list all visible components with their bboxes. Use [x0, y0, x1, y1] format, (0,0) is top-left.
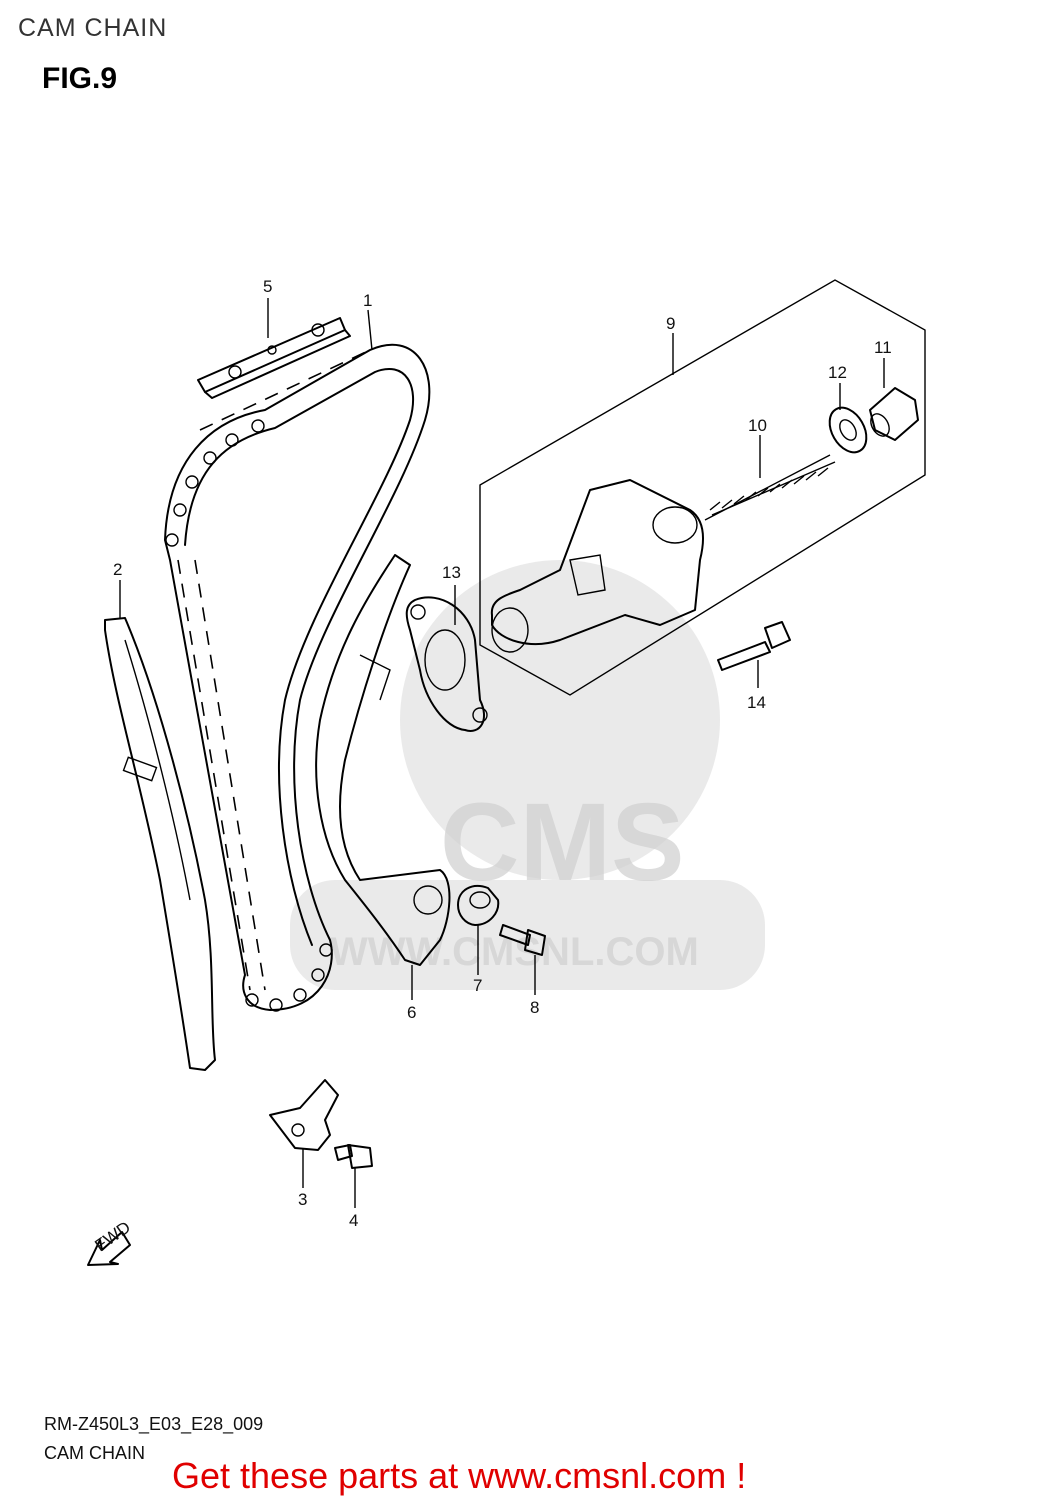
part-5-guide-plate[interactable] [197, 317, 351, 399]
callout-12: 12 [828, 363, 847, 382]
tensioner-body[interactable] [490, 479, 704, 653]
callout-2: 2 [113, 560, 122, 579]
watermark-brand: CMS [440, 781, 684, 904]
fwd-arrow-icon: FWD [87, 1218, 134, 1266]
fwd-label: FWD [91, 1218, 134, 1256]
part-4-bolt[interactable] [334, 1144, 373, 1169]
part-8-bolt[interactable] [499, 924, 546, 956]
callout-3: 3 [298, 1190, 307, 1209]
watermark-url: WWW.CMSNL.COM [330, 930, 699, 974]
chain-links-top [165, 419, 265, 547]
part-10-spring[interactable] [704, 454, 836, 521]
chain-links-bottom [245, 943, 333, 1012]
part-6-tensioner-arm[interactable] [315, 554, 451, 966]
parts-cta-link[interactable]: Get these parts at www.cmsnl.com ! [172, 1455, 747, 1496]
callout-10: 10 [748, 416, 767, 435]
callout-11: 11 [874, 338, 892, 357]
part-9-tensioner-assembly-box[interactable] [479, 279, 926, 696]
page-title: CAM CHAIN [18, 14, 168, 42]
callout-9: 9 [666, 314, 675, 333]
callout-numbers: 5 1 2 13 9 10 12 11 14 6 7 8 3 4 [113, 277, 892, 1230]
part-1-cam-chain[interactable] [164, 343, 431, 1012]
callout-1: 1 [363, 291, 372, 310]
leader-lines [119, 298, 885, 1208]
part-13-gasket[interactable] [405, 596, 488, 732]
part-12-washer[interactable] [822, 401, 874, 459]
part-14-bolt[interactable] [717, 621, 791, 671]
part-7-collar[interactable] [457, 885, 500, 926]
callout-14: 14 [747, 693, 766, 712]
part-3-bracket[interactable] [269, 1079, 339, 1151]
callout-6: 6 [407, 1003, 416, 1022]
figure-label: FIG.9 [42, 62, 118, 95]
callout-5: 5 [263, 277, 272, 296]
footer-title: CAM CHAIN [44, 1443, 146, 1463]
part-2-chain-guide[interactable] [104, 617, 216, 1071]
diagram-code: RM-Z450L3_E03_E28_009 [44, 1414, 264, 1434]
callout-4: 4 [349, 1211, 358, 1230]
callout-8: 8 [530, 998, 539, 1017]
part-11-plug-bolt[interactable] [867, 387, 919, 441]
callout-7: 7 [473, 976, 482, 995]
callout-13: 13 [442, 563, 461, 582]
